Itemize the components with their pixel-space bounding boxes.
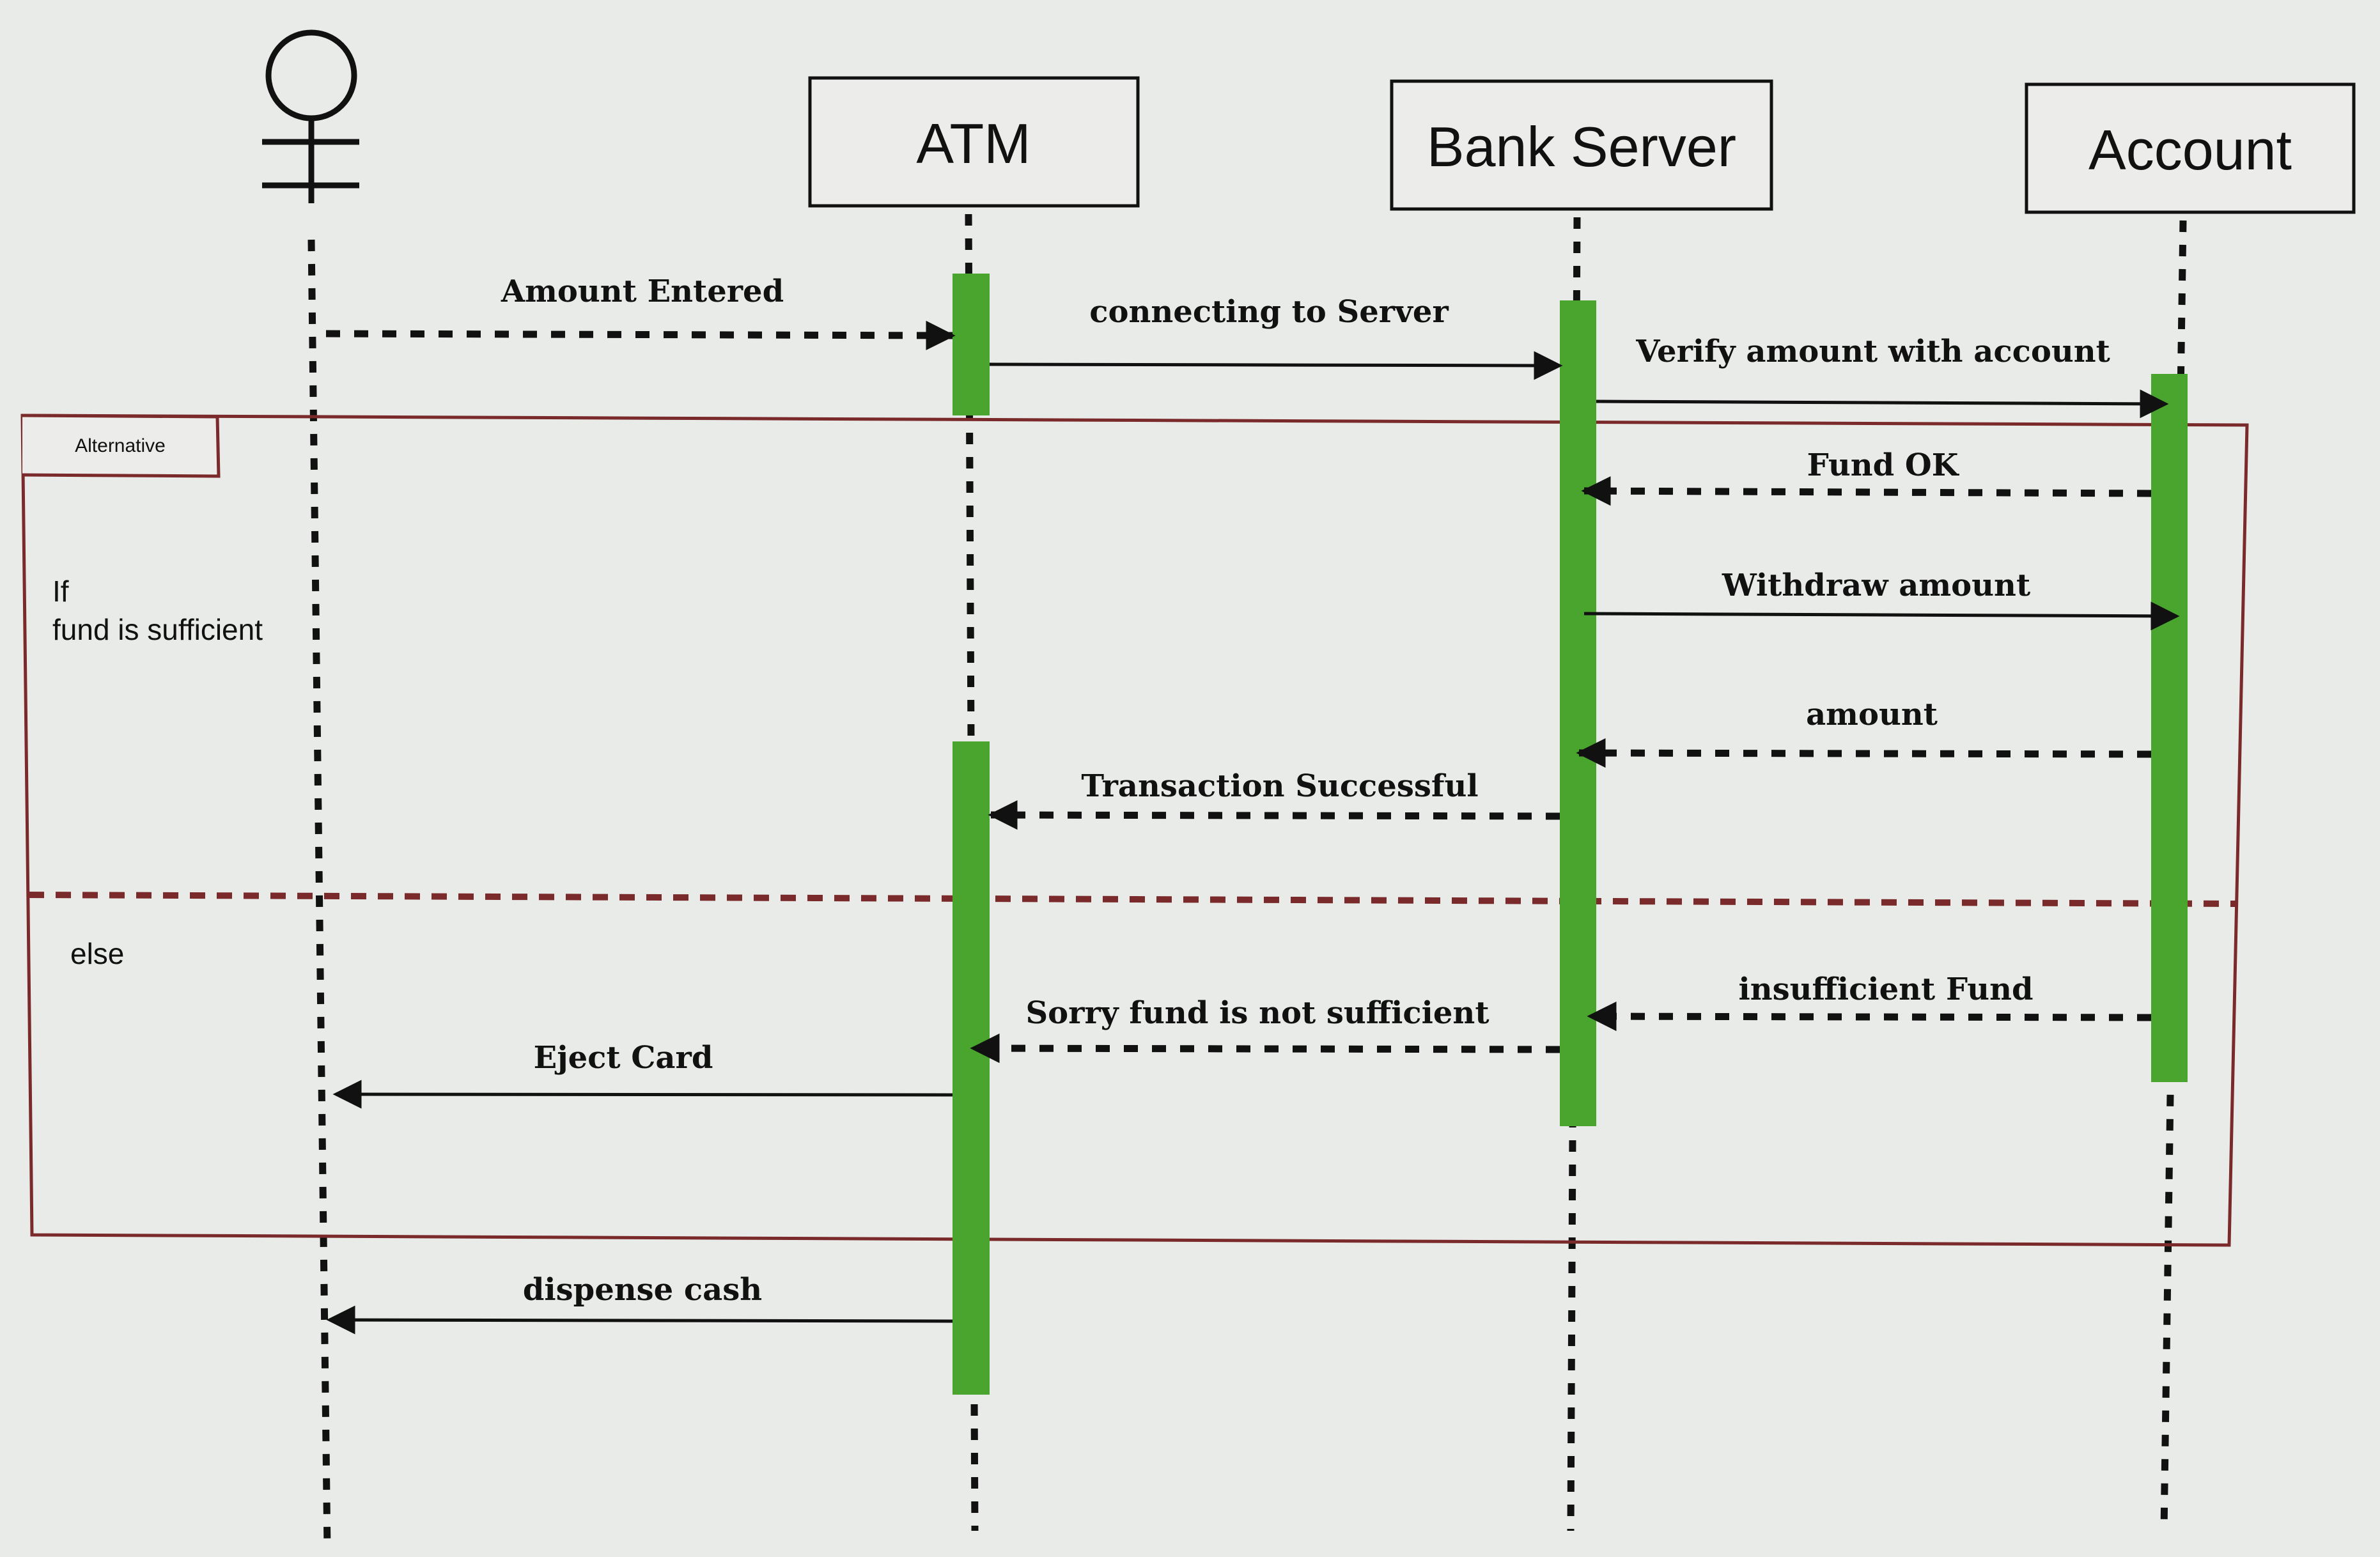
msg-sorry-arrow: [970, 1033, 1560, 1064]
bank-server-lifeline-box: [1390, 79, 1773, 211]
alt-guard-if: If fund is sufficient: [52, 572, 263, 649]
msg-connecting-label: connecting to Server: [1089, 294, 1449, 330]
msg-amount-label: amount: [1806, 697, 1938, 732]
msg-dispense-cash-arrow: [326, 1305, 953, 1335]
msg-sorry-label: Sorry fund is not sufficient: [1025, 995, 1489, 1031]
msg-amount-entered-label: Amount Entered: [501, 274, 784, 309]
msg-connecting-arrow: [989, 351, 1563, 380]
atm-activation-2: [953, 741, 990, 1395]
msg-dispense-cash-label: dispense cash: [522, 1272, 763, 1308]
msg-eject-card-label: Eject Card: [533, 1040, 713, 1076]
account-activation: [2151, 374, 2188, 1082]
msg-insufficient-fund-label: insufficient Fund: [1738, 972, 2034, 1007]
atm-activation-1: [953, 274, 990, 415]
msg-transaction-successful-arrow: [988, 800, 1560, 830]
bank-server-lifeline-title: Bank Server: [1426, 115, 1737, 178]
alt-guard-else: else: [70, 937, 125, 970]
alt-guard-if-line1: If: [52, 575, 69, 608]
msg-amount-arrow: [1576, 738, 2152, 768]
msg-transaction-successful-label: Transaction Successful: [1081, 768, 1479, 804]
msg-verify-label: Verify amount with account: [1636, 334, 2110, 369]
msg-verify-arrow: [1596, 389, 2169, 419]
msg-insufficient-fund-arrow: [1587, 1001, 2152, 1032]
msg-fund-ok-label: Fund OK: [1807, 447, 1959, 483]
alt-divider: [28, 892, 2238, 907]
alt-fragment-tag: Alternative: [75, 435, 166, 456]
alt-fragment-frame: [20, 414, 2249, 1247]
msg-withdraw-arrow: [1583, 601, 2180, 631]
msg-eject-card-arrow: [332, 1080, 953, 1109]
alt-guard-if-line2: fund is sufficient: [52, 613, 263, 646]
msg-withdraw-label: Withdraw amount: [1722, 568, 2031, 603]
msg-amount-entered-arrow: [325, 320, 956, 350]
atm-lifeline-title: ATM: [916, 112, 1031, 175]
account-lifeline-box: [2025, 82, 2356, 214]
msg-fund-ok-arrow: [1581, 476, 2152, 506]
atm-lifeline-box: [808, 76, 1140, 208]
bank-server-activation: [1560, 300, 1596, 1126]
actor-icon: [262, 29, 359, 203]
account-lifeline-title: Account: [2088, 118, 2292, 182]
